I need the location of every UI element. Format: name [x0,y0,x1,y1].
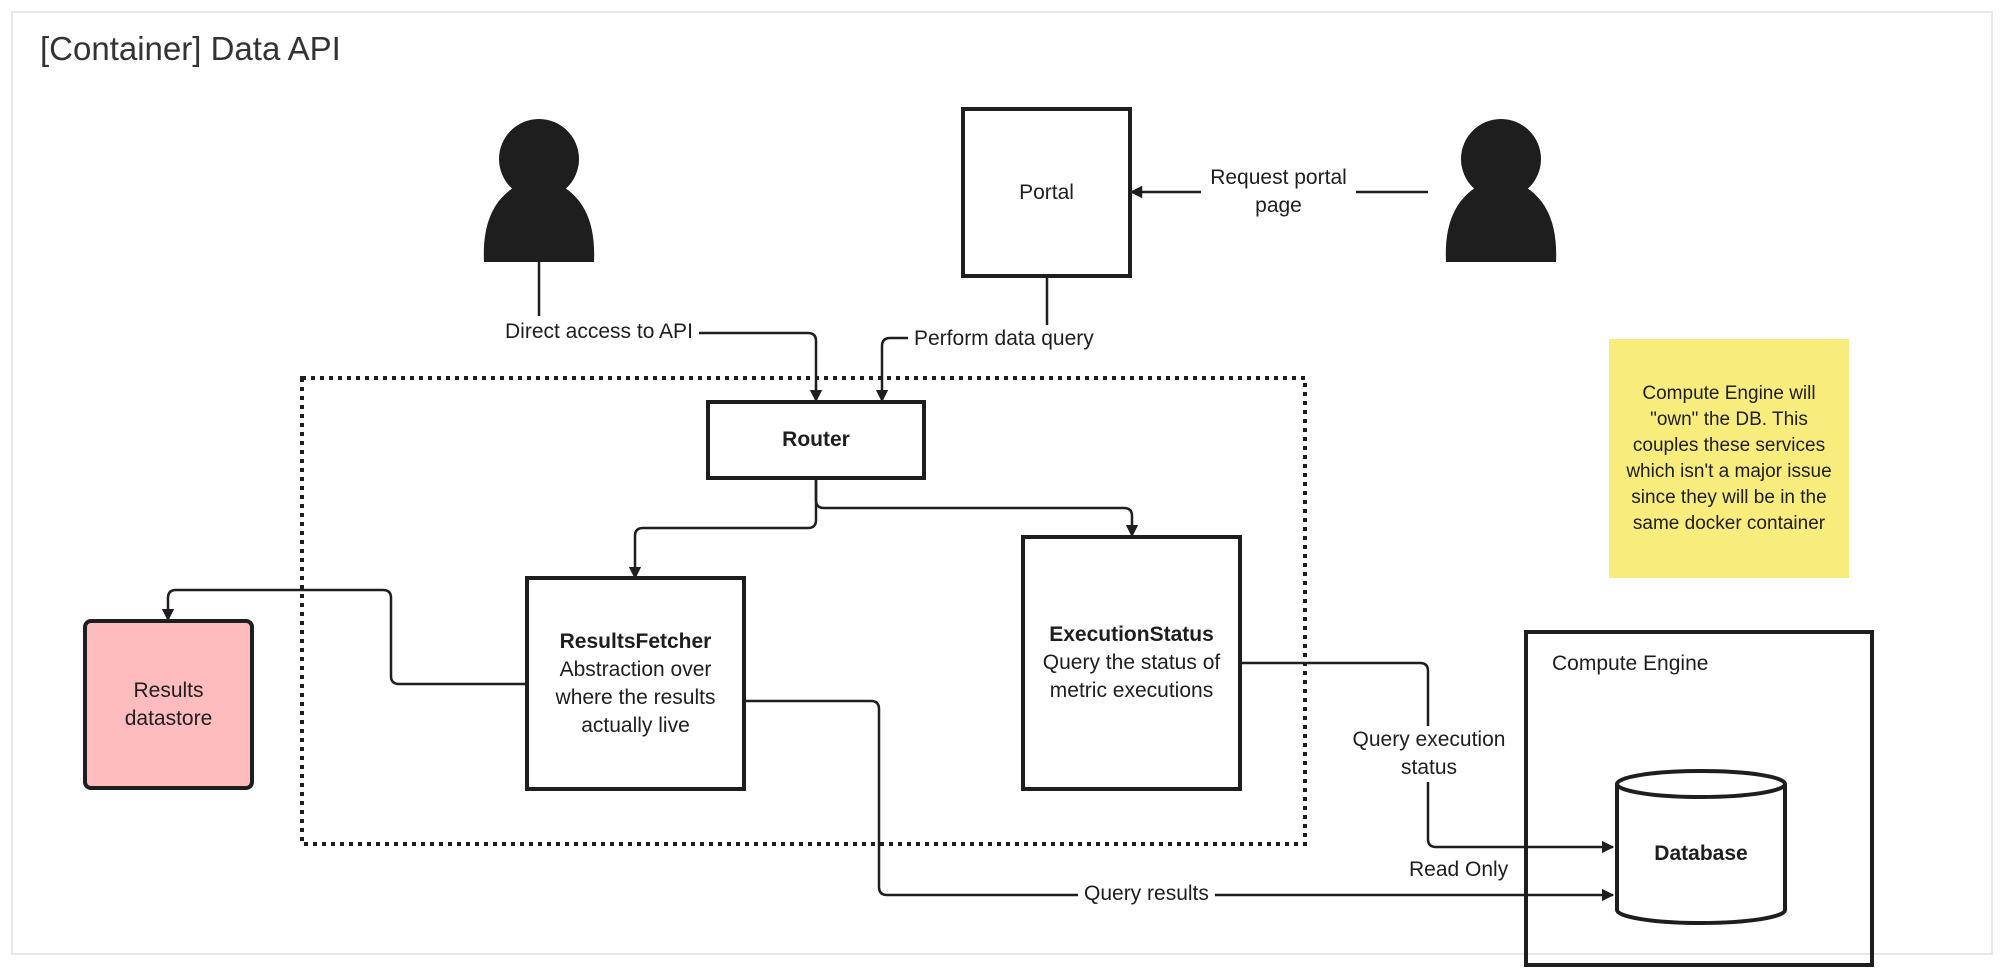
database-cylinder [1615,769,1787,925]
label-query-execution-status: Query execution status [1340,726,1518,782]
edge-fetcher-to-database [744,699,1615,902]
node-execution-status[interactable]: ExecutionStatus Query the status of metr… [1021,535,1242,791]
node-portal[interactable]: Portal [961,107,1132,278]
node-results-fetcher[interactable]: ResultsFetcher Abstraction over where th… [525,576,746,791]
results-datastore-label: Results datastore [124,678,213,730]
diagram-title: [Container] Data API [40,30,341,67]
canvas-frame [11,11,1993,955]
execution-status-description: Query the status of metric executions [1042,651,1221,702]
node-compute-engine[interactable]: Compute Engine [1524,630,1874,967]
edge-direct-access [537,262,816,401]
node-router[interactable]: Router [706,400,926,480]
results-fetcher-title: ResultsFetcher [559,629,712,653]
user-icon-right [1445,119,1557,262]
label-query-results: Query results [1078,880,1215,908]
user-icon-left [483,119,595,262]
label-read-only: Read Only [1409,858,1509,881]
node-database[interactable]: Database [1617,797,1785,910]
execution-status-title: ExecutionStatus [1049,623,1214,646]
label-perform-query: Perform data query [908,325,1100,353]
portal-label: Portal [1019,180,1074,204]
sticky-note-text: Compute Engine will "own" the DB. This c… [1626,382,1832,534]
edge-fetcher-to-datastore [161,588,527,686]
label-request-portal: Request portal page [1201,164,1356,220]
compute-engine-label: Compute Engine [1552,652,1709,675]
database-label: Database [1654,841,1748,865]
node-results-datastore[interactable]: Results datastore [83,619,254,790]
router-label: Router [782,428,850,451]
label-direct-access: Direct access to API [499,318,699,346]
sticky-note[interactable]: Compute Engine will "own" the DB. This c… [1609,339,1849,578]
edge-router-to-fetcher [628,478,818,580]
container-boundary [300,376,1307,846]
results-fetcher-description: Abstraction over where the results actua… [555,657,716,737]
edge-router-to-status [814,478,1139,538]
